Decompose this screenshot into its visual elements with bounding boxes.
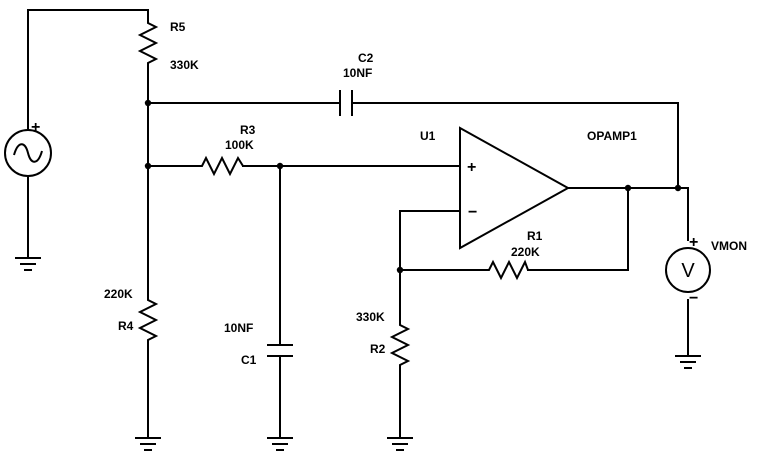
capacitor-c1: 10NF C1	[224, 321, 293, 367]
resistor-r2-zigzag	[389, 320, 411, 370]
voltmeter-v-symbol: V	[681, 260, 695, 282]
opamp-u1: + − U1 OPAMP1	[420, 126, 637, 250]
r5-ref-label: R5	[170, 20, 186, 34]
ground-r2	[387, 437, 413, 451]
ground-icon	[267, 437, 293, 451]
resistor-r5-zigzag	[137, 18, 159, 68]
opamp-name-label: OPAMP1	[587, 129, 637, 143]
resistor-r1-zigzag	[484, 259, 529, 281]
r4-ref-label: R4	[118, 319, 134, 333]
ground-icon	[135, 437, 161, 451]
r1-ref-label: R1	[527, 229, 543, 243]
u1-ref-label: U1	[420, 129, 436, 143]
ground-vmon	[675, 355, 701, 369]
r1-value-label: 220K	[511, 245, 540, 259]
r4-value-label: 220K	[104, 287, 133, 301]
wire-c2-right	[353, 102, 679, 189]
resistor-r3-zigzag	[197, 155, 244, 177]
resistor-r5: R5 330K	[137, 18, 199, 72]
ground-icon	[675, 355, 701, 369]
ground-c1	[267, 437, 293, 451]
wire-minus-node	[399, 210, 461, 321]
junction-dot	[144, 99, 152, 107]
source-plus-label: +	[31, 119, 40, 136]
r2-value-label: 330K	[356, 310, 385, 324]
ground-r4	[135, 437, 161, 451]
r2-ref-label: R2	[370, 342, 386, 356]
c1-ref-label: C1	[241, 353, 257, 367]
ground-icon	[15, 257, 41, 271]
vmon-ref-label: VMON	[711, 239, 747, 253]
c2-ref-label: C2	[358, 51, 374, 65]
capacitor-c1-plates	[267, 344, 293, 357]
resistor-r4: 220K R4	[104, 287, 159, 345]
capacitor-c2: C2 10NF	[339, 51, 374, 116]
resistor-r1: R1 220K	[484, 229, 543, 281]
wire-feedback-right	[527, 187, 629, 271]
c2-value-label: 10NF	[343, 66, 372, 80]
c1-value-label: 10NF	[224, 321, 253, 335]
ac-source: +	[4, 119, 52, 177]
resistor-r4-zigzag	[137, 295, 159, 345]
junctions	[144, 99, 682, 274]
ground-source	[15, 257, 41, 271]
opamp-plus-sign: +	[467, 159, 476, 176]
junction-dot	[144, 162, 152, 170]
wire-output	[567, 187, 689, 241]
wires	[27, 9, 689, 439]
ac-source-circle	[4, 129, 52, 177]
junction-dot	[624, 184, 632, 192]
opamp-triangle	[459, 126, 571, 250]
vmon-minus-sign: −	[689, 290, 698, 307]
voltmeter-circle	[665, 247, 711, 293]
sine-wave-icon	[13, 143, 43, 163]
capacitor-c2-plates	[339, 90, 353, 116]
junction-dot	[674, 184, 682, 192]
r5-value-label: 330K	[170, 58, 199, 72]
wire-source-top	[27, 9, 149, 129]
opamp-minus-sign: −	[468, 204, 477, 221]
resistor-r2: 330K R2	[356, 310, 411, 370]
vmon-plus-sign: +	[689, 234, 698, 251]
r3-value-label: 100K	[225, 138, 254, 152]
junction-dot	[396, 266, 404, 274]
voltmeter-vmon: V + − VMON	[665, 234, 747, 307]
junction-dot	[276, 162, 284, 170]
resistor-r3: R3 100K	[197, 123, 256, 177]
ground-icon	[387, 437, 413, 451]
r3-ref-label: R3	[240, 123, 256, 137]
